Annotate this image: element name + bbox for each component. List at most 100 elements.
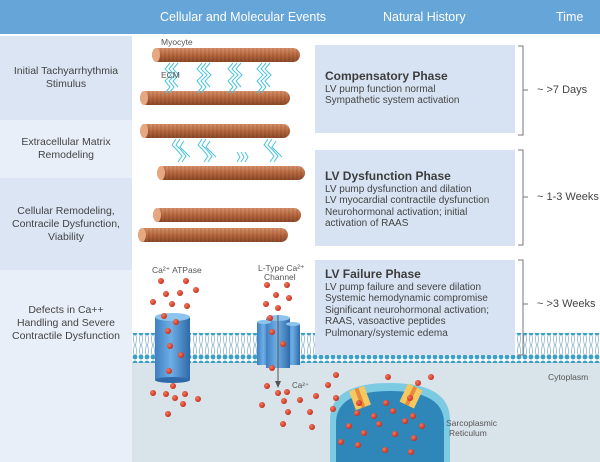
calcium-ion	[264, 383, 270, 389]
calcium-ion	[355, 442, 361, 448]
calcium-ion	[177, 290, 183, 296]
calcium-ion	[163, 391, 169, 397]
calcium-ion	[263, 301, 269, 307]
phase-compensatory: Compensatory Phase LV pump function norm…	[315, 45, 515, 133]
calcium-ion	[411, 435, 417, 441]
calcium-ion	[286, 295, 292, 301]
calcium-ion	[167, 343, 173, 349]
calcium-ion	[280, 421, 286, 427]
calcium-ion	[376, 421, 382, 427]
myocyte-fiber	[140, 91, 290, 105]
calcium-ion	[161, 313, 167, 319]
calcium-ion	[356, 400, 362, 406]
calcium-ion	[273, 292, 279, 298]
calcium-ion	[408, 449, 414, 455]
calcium-ion	[165, 328, 171, 334]
calcium-ion	[280, 341, 286, 347]
header-natural-history: Natural History	[383, 10, 466, 24]
calcium-ion	[163, 291, 169, 297]
calcium-ion	[346, 423, 352, 429]
calcium-ion	[419, 423, 425, 429]
calcium-ion	[267, 315, 273, 321]
calcium-ion	[354, 410, 360, 416]
cytoplasm-label: Cytoplasm	[548, 372, 588, 382]
calcium-ion	[307, 409, 313, 415]
calcium-ion	[178, 352, 184, 358]
calcium-ion	[392, 431, 398, 437]
calcium-ion	[150, 299, 156, 305]
calcium-ions	[150, 278, 434, 455]
calcium-ion	[313, 393, 319, 399]
calcium-ion	[182, 391, 188, 397]
ecm-label: ECM	[161, 70, 180, 80]
calcium-ion	[193, 287, 199, 293]
calcium-ion	[390, 408, 396, 414]
myocyte-fiber	[138, 228, 288, 242]
calcium-ion	[275, 305, 281, 311]
calcium-ion	[269, 365, 275, 371]
event-ca-handling-defects: Defects in Ca++ Handling and Severe Cont…	[0, 270, 132, 462]
calcium-ion	[284, 282, 290, 288]
myocyte-fiber	[153, 208, 301, 222]
calcium-ion	[284, 389, 290, 395]
myocyte-fiber	[140, 124, 290, 138]
calcium-ion	[269, 329, 275, 335]
calcium-ion	[180, 401, 186, 407]
sr-label-1: Sarcoplasmic	[446, 418, 498, 428]
calcium-ion	[382, 447, 388, 453]
calcium-ion	[325, 382, 331, 388]
calcium-ion	[285, 409, 291, 415]
atpase-label: Ca²⁺ ATPase	[152, 265, 202, 275]
calcium-ion	[371, 413, 377, 419]
calcium-ion	[338, 439, 344, 445]
channel-label: Channel	[264, 272, 296, 282]
myocyte-fibers	[138, 48, 305, 242]
calcium-ion	[402, 418, 408, 424]
time-compensatory: ~ >7 Days	[537, 84, 588, 96]
calcium-ion	[158, 278, 164, 284]
calcium-ion	[281, 398, 287, 404]
calcium-ion	[195, 396, 201, 402]
calcium-ion	[183, 278, 189, 284]
sr-label-2: Reticulum	[449, 428, 487, 438]
sr-pump	[349, 385, 371, 411]
time-brackets	[518, 45, 528, 356]
time-lv-dysfunction: ~ 1-3 Weeks	[537, 191, 599, 203]
l-type-label: L-Type Ca²⁺	[258, 263, 305, 273]
header-time: Time	[556, 10, 584, 24]
calcium-ion	[172, 395, 178, 401]
calcium-ion	[309, 424, 315, 430]
calcium-ion	[166, 368, 172, 374]
event-cellular-remodeling: Cellular Remodeling, Contracile Dysfunct…	[0, 178, 132, 270]
calcium-ion	[428, 374, 434, 380]
header-cellular-events: Cellular and Molecular Events	[160, 10, 327, 24]
calcium-ion	[361, 430, 367, 436]
calcium-ion	[275, 390, 281, 396]
myocyte-label: Myocyte	[161, 37, 193, 47]
calcium-ion	[385, 374, 391, 380]
calcium-ion	[165, 411, 171, 417]
phase-lv-dysfunction: LV Dysfunction Phase LV pump dysfunction…	[315, 150, 515, 246]
calcium-ion	[297, 397, 303, 403]
calcium-ion	[259, 402, 265, 408]
calcium-ion	[184, 303, 190, 309]
myocyte-fiber	[152, 48, 300, 62]
myocyte-fiber	[157, 166, 305, 180]
header-bar: Cellular and Molecular Events Natural Hi…	[0, 0, 600, 34]
ecm-fibers	[164, 62, 283, 163]
bracket-failure	[518, 259, 528, 356]
calcium-ion	[383, 400, 389, 406]
calcium-ion	[333, 372, 339, 378]
calcium-ion	[264, 282, 270, 288]
calcium-ion	[173, 319, 179, 325]
bracket-dysfunction	[518, 149, 528, 246]
calcium-ion	[407, 395, 413, 401]
event-initial-stimulus: Initial Tachyarrhythmia Stimulus	[0, 36, 132, 120]
calcium-ion	[410, 413, 416, 419]
calcium-ion	[170, 383, 176, 389]
calcium-ion	[415, 380, 421, 386]
calcium-ion	[169, 301, 175, 307]
time-lv-failure: ~ >3 Weeks	[537, 298, 596, 310]
calcium-ion	[333, 395, 339, 401]
ca-label: Ca²⁺	[292, 381, 309, 390]
